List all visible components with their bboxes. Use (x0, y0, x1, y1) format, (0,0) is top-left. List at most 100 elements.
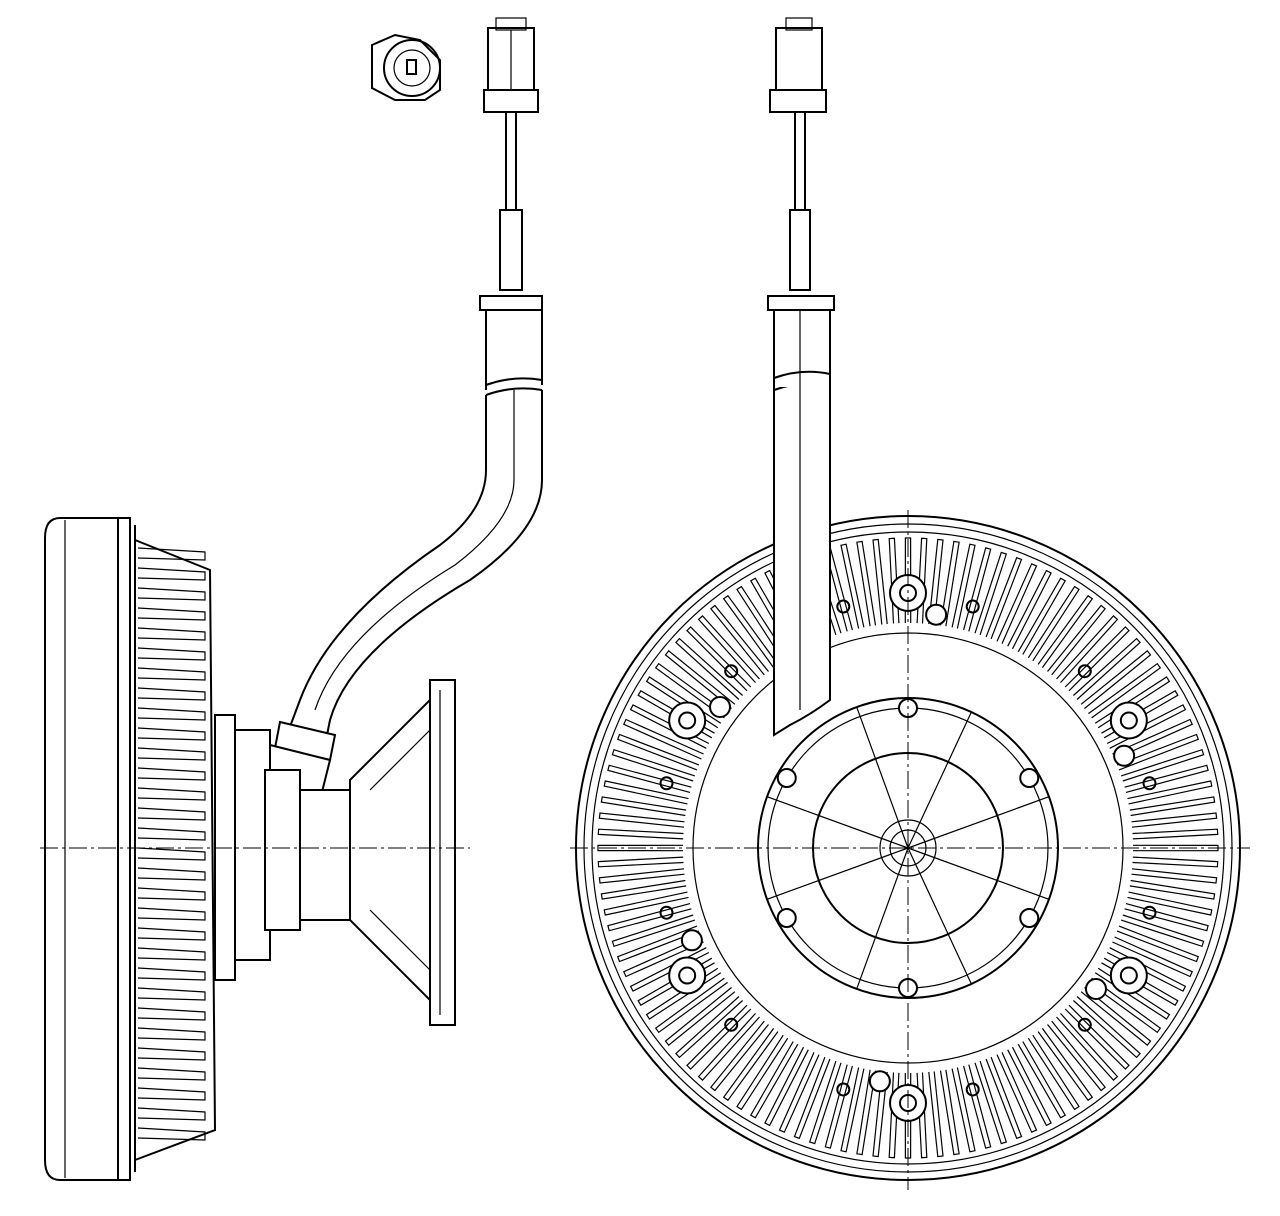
radial-fin (1027, 1034, 1080, 1111)
side-fin (137, 767, 206, 781)
side-fin (137, 867, 206, 881)
hub-screw (776, 908, 797, 928)
side-fin (137, 987, 206, 1001)
radial-fin (1047, 604, 1106, 676)
radial-fin (1129, 879, 1216, 900)
radial-fin (928, 538, 944, 625)
radial-fin (654, 977, 728, 1034)
bolt-hole (1077, 1017, 1092, 1032)
side-fin (137, 827, 206, 841)
lug-hole (678, 711, 697, 730)
radial-fin (1124, 903, 1209, 932)
radial-fin (1131, 812, 1218, 828)
radial-fin (611, 748, 696, 782)
lug-eye (1084, 978, 1107, 1001)
hub-line (856, 847, 909, 990)
lug-hole (678, 966, 697, 985)
side-fin (137, 647, 206, 661)
lug-eye (925, 603, 948, 626)
side-fin (137, 787, 206, 801)
lug (668, 701, 707, 740)
bolt-hole (659, 776, 674, 791)
bolt-hole (836, 599, 851, 614)
radial-fin (598, 868, 685, 884)
radial-fin (686, 626, 752, 692)
radial-fin (939, 540, 960, 627)
hose-side (263, 310, 543, 802)
radial-fin (793, 1056, 831, 1140)
hub-line (766, 796, 909, 849)
hub-line (907, 711, 972, 849)
radial-fin (1116, 733, 1200, 771)
radial-fin (1112, 718, 1193, 760)
radial-fin (1132, 828, 1219, 840)
radial-fin (1007, 569, 1052, 650)
radial-fin (603, 891, 689, 916)
radial-fin (985, 1056, 1023, 1140)
bolt-hole (1077, 664, 1092, 679)
side-fin (137, 707, 206, 721)
radial-fin (611, 914, 696, 948)
radial-fin (616, 925, 700, 963)
radial-fin (778, 1052, 820, 1133)
side-fin (137, 727, 206, 741)
bolt-hole (965, 599, 980, 614)
radial-fin (939, 1069, 960, 1156)
hub-side (214, 679, 456, 1026)
lug (1109, 956, 1148, 995)
side-fin (137, 887, 206, 901)
bolt-hole (1142, 776, 1157, 791)
hub-line (907, 796, 1050, 849)
radial-fin (1131, 868, 1218, 884)
lug (1109, 701, 1148, 740)
radial-fin (1056, 615, 1119, 684)
radial-fin (974, 1060, 1008, 1145)
radial-fin (1056, 1012, 1119, 1081)
radial-fin (1072, 637, 1141, 700)
radial-fin (607, 764, 692, 793)
radial-fin (597, 856, 684, 868)
side-fin (137, 687, 206, 701)
radial-fin (1129, 796, 1216, 817)
radial-fin (1037, 1028, 1094, 1102)
side-fin (137, 947, 206, 961)
side-fin (137, 1027, 206, 1041)
side-fin (137, 667, 206, 681)
radial-fin (675, 637, 744, 700)
radial-fin (1088, 662, 1162, 719)
radial-fin (736, 585, 789, 662)
side-fin (137, 1127, 206, 1141)
radial-fin (1080, 650, 1152, 709)
radial-fin (1127, 891, 1213, 916)
side-fin (137, 1087, 206, 1101)
radial-fin (597, 844, 684, 852)
radial-fin (722, 1028, 779, 1102)
radial-fin (1007, 1046, 1052, 1127)
radial-fin (603, 780, 689, 805)
radial-fin (1072, 996, 1141, 1059)
hub-line (907, 847, 1050, 900)
side-fin (137, 627, 206, 641)
radial-fin (749, 1041, 799, 1119)
hub-lines (766, 706, 1050, 990)
radial-fin (616, 733, 700, 771)
radial-fin (697, 1012, 760, 1081)
radial-fin (1064, 1004, 1130, 1070)
bolt-hole (1142, 905, 1157, 920)
radial-fin (872, 538, 888, 625)
radial-fin (928, 1071, 944, 1158)
lug-eye (709, 695, 732, 718)
connector-front (767, 17, 835, 311)
side-fin (137, 847, 206, 861)
radial-fin (597, 828, 684, 840)
hose-front (773, 309, 831, 737)
radial-fin (1132, 856, 1219, 868)
side-fin (137, 1047, 206, 1061)
side-fin (137, 967, 206, 981)
radial-fin (1047, 1020, 1106, 1092)
radial-fin (1064, 626, 1130, 692)
side-fin (137, 907, 206, 921)
radial-fin (840, 543, 865, 629)
lug-hole (1119, 711, 1138, 730)
side-fins (137, 547, 206, 1141)
